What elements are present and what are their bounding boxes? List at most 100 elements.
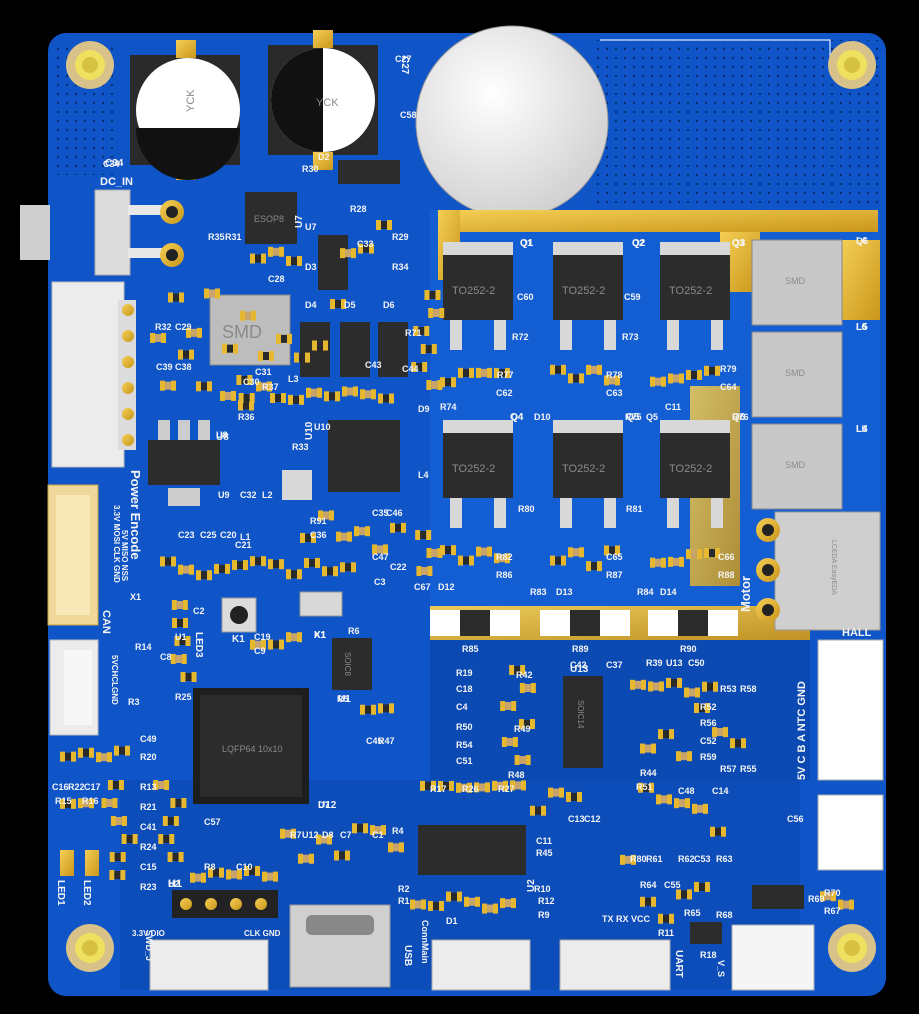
smd-passive: [458, 555, 474, 566]
header-h1: [172, 890, 278, 918]
designator-label: R47: [378, 736, 395, 746]
designator-label: R71: [405, 328, 422, 338]
designator-label: D6: [383, 300, 395, 310]
mounting-hole-tr: [828, 41, 876, 89]
smd-passive: [416, 566, 433, 576]
smd-passive: [519, 683, 536, 693]
designator-label: C43: [365, 360, 382, 370]
smd-passive: [168, 292, 184, 303]
shunt-r91-body: [678, 610, 708, 636]
smd-passive: [196, 570, 212, 581]
designator-label: C2: [193, 606, 205, 616]
q4-package: TO252-2: [452, 463, 495, 475]
designator-label: R69: [808, 894, 825, 904]
smd-passive: [107, 780, 124, 790]
smd-passive: [428, 308, 445, 318]
designator-label: R65: [684, 908, 701, 918]
cap-brand-c34: YCK: [185, 89, 197, 112]
label-hall: HALL: [842, 627, 872, 639]
designator-label: R11: [658, 928, 674, 938]
motor-connector: LCEDA EasyEDA: [756, 511, 881, 631]
q6-package: TO252-2: [669, 463, 712, 475]
smd-passive: [78, 747, 94, 758]
smd-passive: [492, 780, 508, 791]
smd-passive: [204, 288, 220, 299]
smd-passive: [411, 362, 428, 372]
smd-passive: [482, 903, 498, 914]
mounting-hole-br: [828, 924, 876, 972]
smd-passive: [548, 787, 564, 798]
label-encode-pins1: 3.3V MOSI CLK GND: [112, 505, 121, 583]
smd-passive: [160, 556, 176, 567]
designator-label: R42: [516, 670, 533, 680]
label-led3: LED3: [193, 632, 204, 658]
smd-passive: [300, 532, 316, 543]
designator-label: R49: [514, 724, 531, 734]
chip-u13: SOIC14: [563, 676, 603, 768]
smd-passive: [586, 364, 602, 375]
designator-label: D3: [305, 262, 317, 272]
usb-c-connector[interactable]: [289, 904, 391, 988]
smd-passive: [566, 791, 582, 802]
smd-passive: [250, 556, 266, 567]
designator-label: R39: [646, 658, 663, 668]
mosfet-q6: TO252-2: [660, 420, 730, 528]
smd-passive: [686, 369, 702, 380]
designator-label: U7: [305, 222, 317, 232]
smd-passive: [268, 559, 284, 570]
designator-label: D12: [438, 582, 455, 592]
designator-label: C12: [584, 814, 601, 824]
designator-label: R88: [718, 570, 735, 580]
smd-passive: [676, 889, 692, 900]
chip-u12-mcu: LQFP64 10x10: [193, 688, 309, 804]
designator-label: C55: [664, 880, 681, 890]
smd-passive: [518, 719, 535, 729]
inductor-l5: SMD: [751, 331, 843, 418]
l4-text: SMD: [785, 460, 806, 470]
ref-u8: U8: [216, 432, 229, 443]
smd-passive: [150, 332, 166, 343]
designator-label: Q6: [856, 236, 868, 246]
smd-passive: [500, 898, 516, 909]
designator-label: R5: [337, 694, 349, 704]
designator-label: D13: [556, 587, 573, 597]
designator-label: R2: [398, 884, 410, 894]
smd-passive: [666, 677, 682, 688]
designator-label: K1: [314, 630, 326, 640]
smd-passive: [500, 701, 517, 711]
designator-label: C15: [140, 862, 157, 872]
smd-passive: [668, 373, 684, 384]
can-connector: [49, 639, 99, 736]
smd-passive: [180, 672, 197, 682]
designator-label: R86: [496, 570, 513, 580]
designator-label: R64: [640, 880, 657, 890]
designator-label: C14: [712, 786, 729, 796]
designator-label: R77: [497, 370, 514, 380]
smd-passive: [324, 391, 340, 402]
smd-passive: [702, 681, 718, 692]
smd-passive: [510, 780, 526, 791]
smd-passive: [286, 569, 302, 580]
designator-label: C31: [255, 367, 272, 377]
smd-passive: [370, 825, 386, 836]
smd-passive: [476, 546, 492, 557]
designator-label: C42: [570, 660, 587, 670]
designator-label: R17: [430, 784, 447, 794]
designator-label: R52: [700, 702, 717, 712]
smd-passive: [730, 738, 746, 749]
smd-passive: [276, 333, 292, 344]
designator-label: C36: [310, 530, 327, 540]
designator-label: C28: [268, 274, 285, 284]
smd-passive: [413, 326, 430, 336]
designator-label: L3: [288, 374, 299, 384]
designator-label: C10: [236, 862, 253, 872]
smd-passive: [109, 852, 126, 862]
ref-q3: Q3: [732, 238, 746, 249]
designator-label: L2: [262, 490, 273, 500]
button-k1[interactable]: [221, 597, 257, 633]
designator-label: D8: [322, 830, 334, 840]
diode-d7: [752, 885, 804, 909]
swd-connector: [149, 939, 269, 991]
label-led2: LED2: [81, 880, 92, 906]
designator-label: C52: [700, 736, 717, 746]
